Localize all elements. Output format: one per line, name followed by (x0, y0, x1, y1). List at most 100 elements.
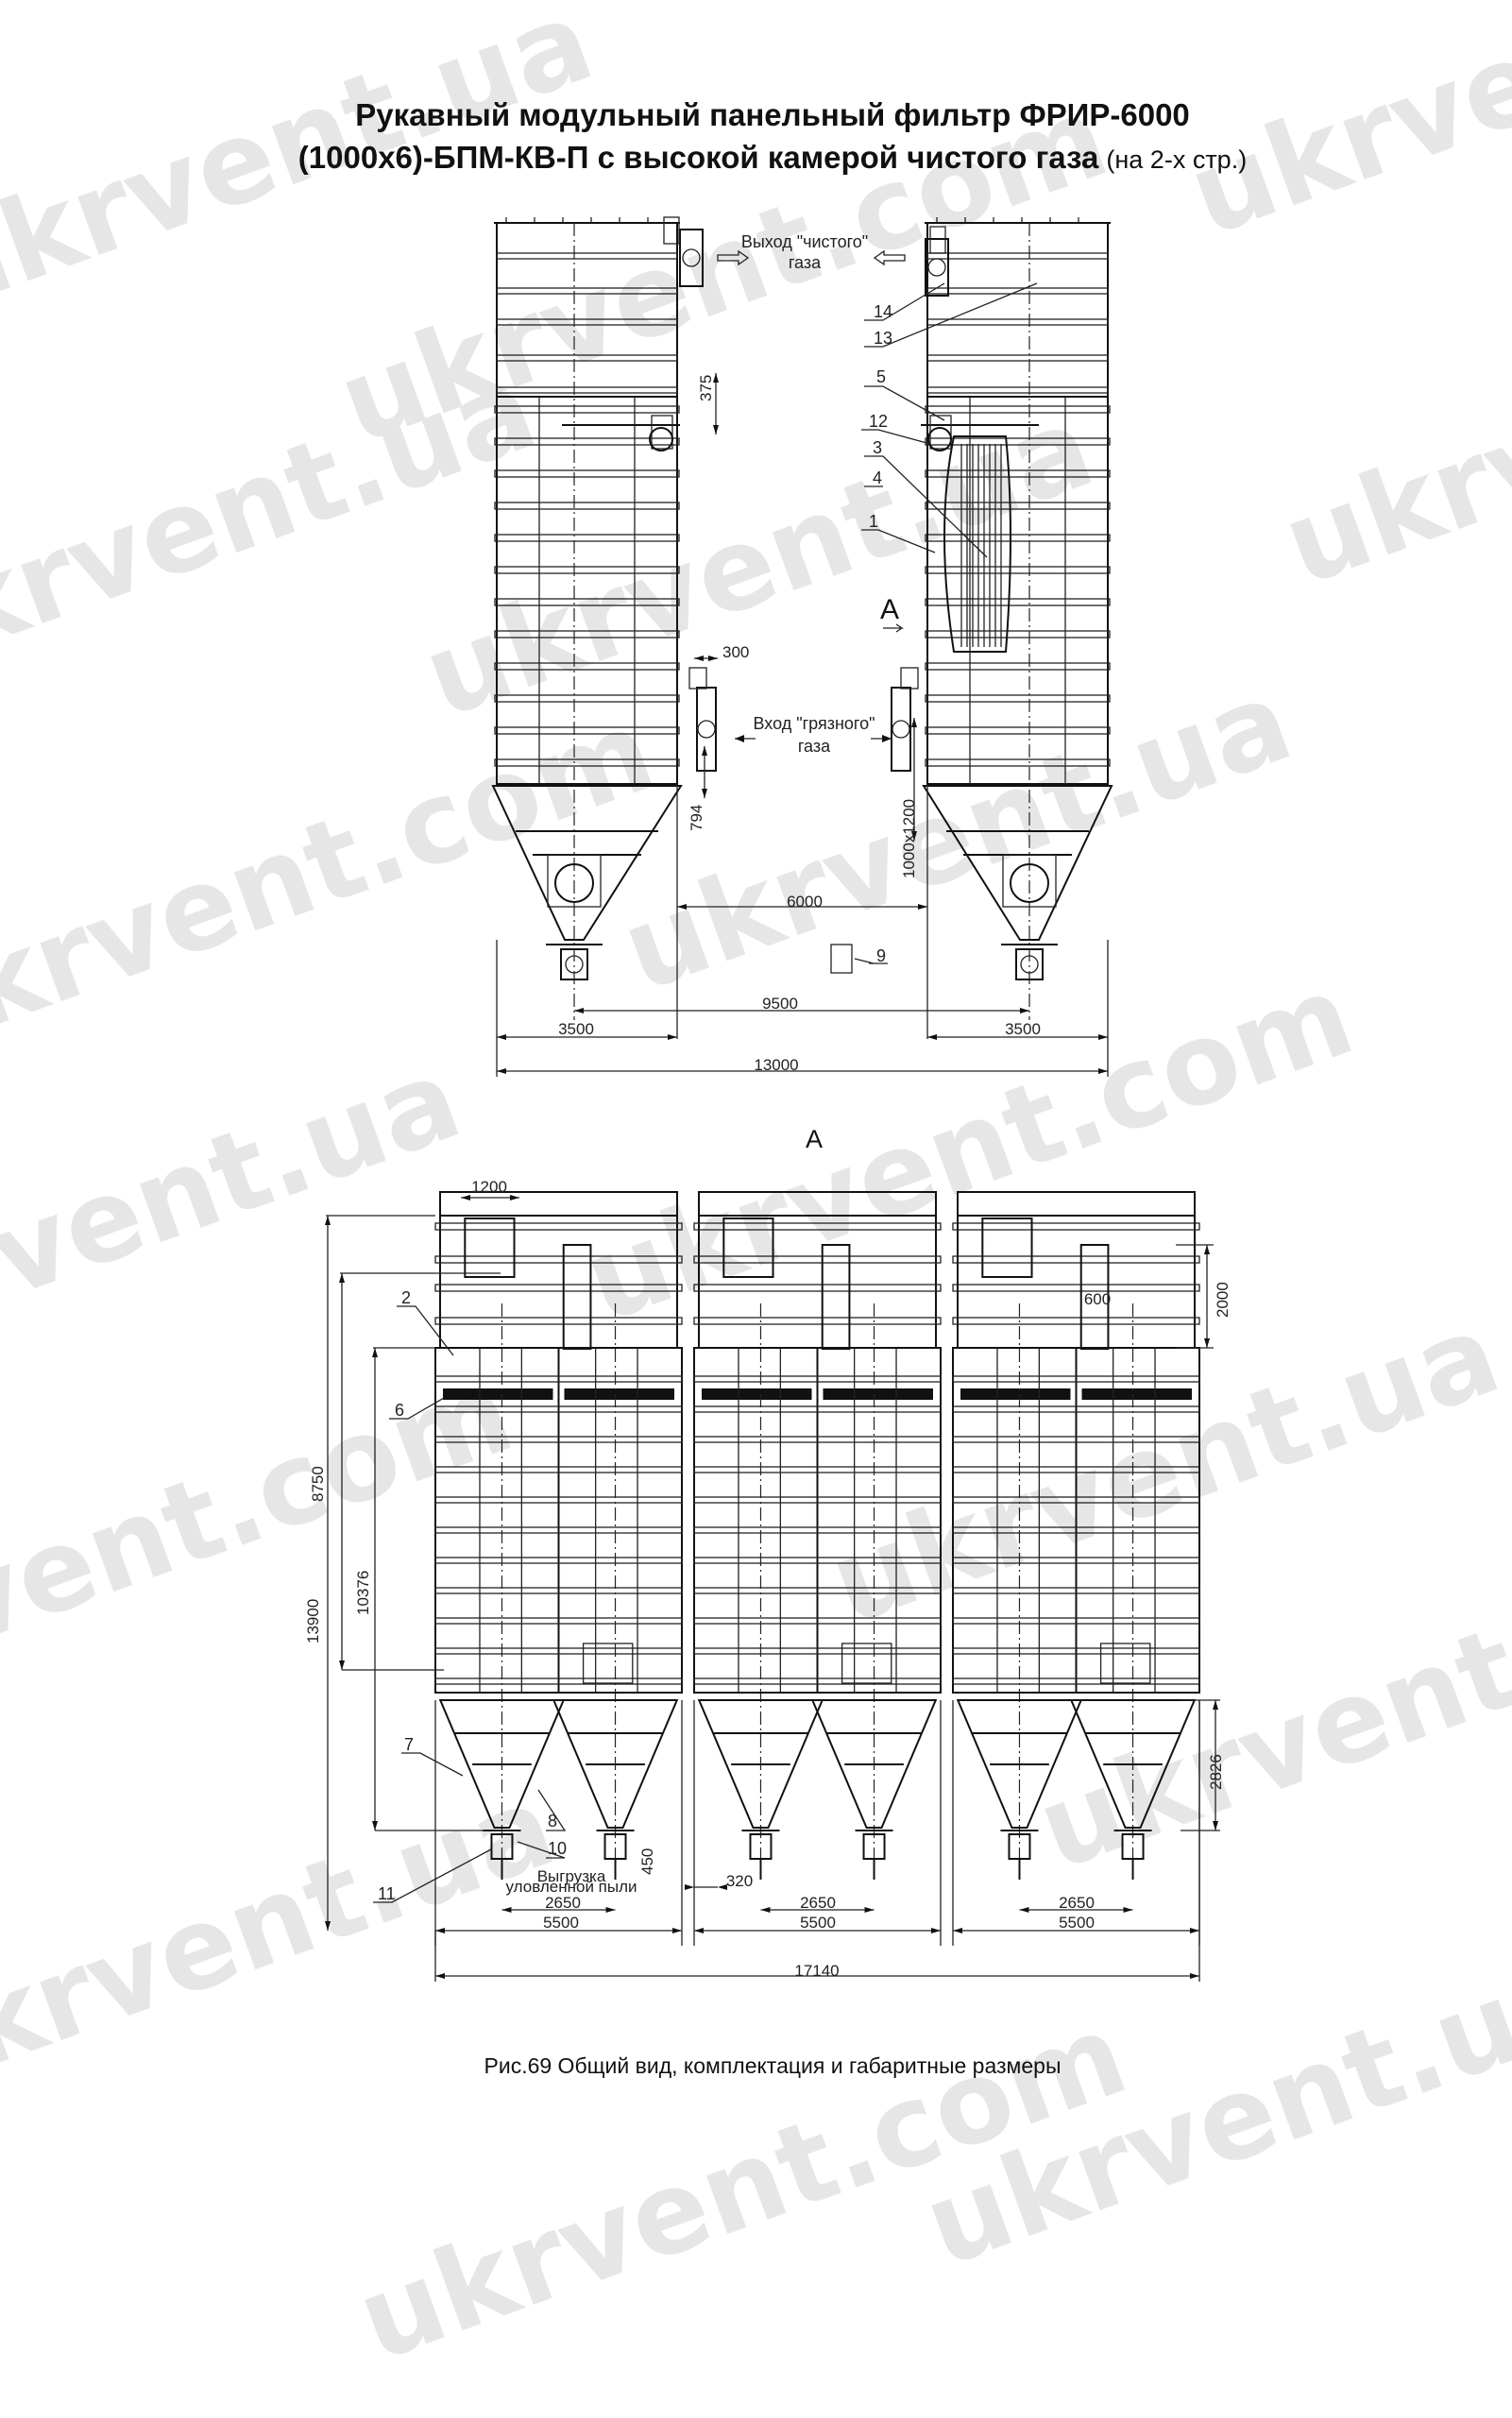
title-note: (на 2-х стр.) (1106, 145, 1247, 174)
stiffener-band (952, 1255, 1200, 1264)
arrow-icon (339, 1273, 345, 1283)
arrow-icon (1123, 1907, 1133, 1913)
stiffener-band (496, 386, 678, 394)
leader-line (854, 958, 888, 964)
arrow-icon (497, 1034, 506, 1040)
stiffener-band (693, 1317, 942, 1325)
dim-6000: 6000 (787, 893, 823, 911)
part-4: 4 (873, 468, 882, 487)
view-a-labels: 1200 2000 600 13900 8750 10376 2826 450 … (304, 1178, 1232, 1980)
stiffener-band (434, 1647, 683, 1655)
arrow-icon (1190, 1928, 1199, 1933)
part-5: 5 (876, 367, 886, 386)
stiffener-band (952, 1587, 1200, 1594)
control-cabinet (830, 944, 853, 974)
inlet-label: газа (798, 737, 831, 756)
outlet-label: газа (789, 253, 822, 272)
view-marker-a: A (880, 594, 899, 625)
stiffener-band (693, 1436, 942, 1443)
stiffener-band (693, 1284, 942, 1292)
damper-actuator (663, 216, 680, 245)
arrow-icon (672, 1928, 682, 1933)
stiffener-band (434, 1557, 683, 1564)
leader-line (397, 1305, 454, 1356)
discharge-label: Выгрузка (537, 1867, 606, 1885)
stiffener-band (952, 1526, 1200, 1534)
dim-2000: 2000 (1214, 1282, 1232, 1318)
dim-3500-right: 3500 (1005, 1020, 1041, 1038)
arrow-icon (708, 656, 718, 661)
outlet-label: Выход "чистого" (741, 232, 868, 251)
dim-1200: 1200 (471, 1178, 507, 1196)
title-line-1: Рукавный модульный панельный фильтр ФРИР… (355, 97, 1190, 132)
arrow-icon (927, 1034, 937, 1040)
arrow-icon (1213, 1700, 1218, 1710)
drawing-geometry (325, 216, 1220, 1982)
stiffener-band (926, 386, 1109, 394)
part-9: 9 (876, 946, 886, 965)
arrow-icon (1204, 1338, 1210, 1348)
discharge-label: уловленной пыли (506, 1878, 637, 1896)
arrow-icon (864, 1907, 875, 1913)
stiffener-band (693, 1677, 942, 1685)
stiffener-band (952, 1405, 1200, 1413)
arrow-icon (497, 1068, 506, 1074)
arrow-icon (702, 789, 707, 798)
arrow-icon (718, 1884, 727, 1890)
pulse-valves (702, 1388, 812, 1400)
arrow-right-icon (883, 623, 905, 633)
pulse-valves (823, 1388, 933, 1400)
inlet-duct (696, 687, 717, 772)
arrow-icon (605, 1907, 616, 1913)
hopper-cone (697, 1699, 824, 1829)
title-line-2-main: (1000х6)-БПМ-КВ-П с высокой камерой чист… (298, 140, 1099, 175)
stiffener-band (494, 534, 680, 542)
leader-line (517, 1841, 566, 1859)
leader-line (401, 1752, 464, 1777)
arrow-icon (713, 373, 719, 383)
inlet-duct (891, 687, 911, 772)
leader-line (861, 429, 931, 445)
filter-housing (496, 396, 678, 785)
stiffener-band (693, 1222, 942, 1231)
motor-icon (1015, 948, 1044, 980)
damper-actuator (929, 226, 946, 254)
stiffener-band (926, 252, 1109, 260)
stiffener-band (925, 758, 1111, 767)
stiffener-band (434, 1222, 683, 1231)
stiffener-band (494, 662, 680, 671)
dim-794: 794 (688, 805, 705, 831)
damper-icon (927, 258, 946, 277)
leader-line (373, 1848, 492, 1903)
stiffener-band (693, 1557, 942, 1564)
outlet-duct (722, 1218, 774, 1278)
dim-5500: 5500 (1059, 1914, 1095, 1932)
arrow-icon (461, 1195, 470, 1200)
damper-icon (682, 248, 701, 267)
arrow-icon (1190, 1973, 1199, 1979)
inspection-hatch (841, 1643, 892, 1684)
dim-320: 320 (726, 1872, 753, 1890)
stiffener-band (925, 662, 1111, 671)
watermark: ukrvent.ua (0, 1033, 476, 1395)
stiffener-band (693, 1255, 942, 1264)
dim-600: 600 (1084, 1290, 1111, 1308)
stiffener-band (952, 1617, 1200, 1625)
stiffener-band (494, 437, 680, 446)
stiffener-band (952, 1436, 1200, 1443)
stiffener-band (434, 1466, 683, 1473)
stiffener-band (496, 354, 678, 362)
gate-frame (547, 854, 602, 908)
arrow-right-icon (717, 249, 750, 266)
stiffener-band (926, 318, 1109, 326)
arrow-icon (685, 1884, 694, 1890)
arrow-icon (1019, 1907, 1029, 1913)
hopper-cone (922, 785, 1113, 941)
stiffener-band (693, 1466, 942, 1473)
gate-frame (1002, 854, 1057, 908)
hopper-cone (810, 1699, 938, 1829)
hopper-cone (956, 1699, 1083, 1829)
damper-actuator (900, 667, 919, 690)
outlet-duct (679, 229, 704, 287)
